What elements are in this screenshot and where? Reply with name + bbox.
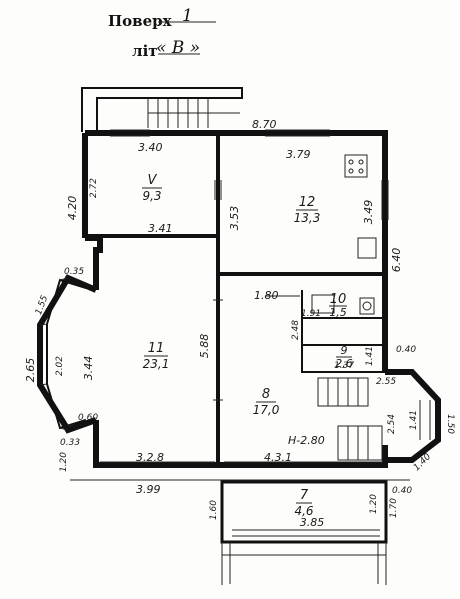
room-v-area: 9,3 <box>142 189 161 203</box>
room-12-area: 13,3 <box>294 211 321 225</box>
room-7-number: 7 <box>300 488 309 503</box>
dim-bay-left-outer: 2.65 <box>24 358 37 383</box>
dim-room-7-right-outer: 1.70 <box>389 498 399 518</box>
dim-bay-left-top: 0.35 <box>64 267 84 277</box>
dim-bay-right-outer: 1.50 <box>445 414 455 434</box>
height-note: Н-2.80 <box>288 434 325 447</box>
dim-overall-bottom: 3.99 <box>136 483 161 496</box>
dim-overall-top: 8.70 <box>252 118 277 131</box>
dim-bay-left-inner: 2.02 <box>55 356 65 376</box>
dim-room-8-stair: 2.54 <box>387 414 397 434</box>
dim-room-11-height: 3.44 <box>82 356 95 381</box>
dimension-lines <box>100 295 383 463</box>
dim-wall-040: 0.40 <box>396 345 416 355</box>
dim-room-10-width: 1.91 <box>301 309 321 319</box>
dim-bay-right-inner: 1.41 <box>409 410 419 430</box>
left-bay-window <box>37 274 98 434</box>
annex-room-7 <box>70 479 410 585</box>
dim-room-7-right: 1.20 <box>369 494 379 514</box>
dim-room-7-width: 3.85 <box>300 516 325 529</box>
room-v-number: V <box>148 173 158 188</box>
room-8-number: 8 <box>262 387 270 402</box>
dim-room-12-right: 3.49 <box>362 200 375 225</box>
dim-right-040: 0.40 <box>392 486 412 496</box>
dim-partition-v-12: 3.53 <box>228 206 241 231</box>
dim-room-v-left-inner: 2.72 <box>89 178 99 198</box>
dim-room-9-detail: 1.37 <box>334 361 354 371</box>
dim-room-8-bottom: 4.3.1 <box>264 451 292 464</box>
dim-room-v-left-outer: 4.20 <box>66 196 79 221</box>
dim-room-9-side: 1.41 <box>365 346 375 366</box>
room-9-number: 9 <box>341 344 348 357</box>
right-bay-window <box>385 369 441 463</box>
dim-bay-right-top: 2.55 <box>376 377 396 387</box>
entry-stair-top <box>81 87 243 132</box>
dim-room-12-bottom: 1.80 <box>254 289 279 302</box>
dim-overall-right: 6.40 <box>390 248 403 273</box>
interior-partitions <box>85 133 385 465</box>
floor-value: 1 <box>182 6 193 26</box>
room-12-number: 12 <box>299 195 316 210</box>
dim-room-v-bottom: 3.41 <box>148 222 173 235</box>
room-9-area: 2,6 <box>335 357 353 370</box>
interior-stairs <box>317 377 383 461</box>
room-10-number: 10 <box>330 292 347 307</box>
room-10-area: 1,5 <box>329 306 347 319</box>
letter-value: « В » <box>156 38 201 58</box>
dim-room-v-top: 3.40 <box>138 141 163 154</box>
floor-label: Поверх <box>108 12 172 30</box>
dim-bay-left-bottom: 0.60 <box>78 413 98 423</box>
dim-bay-left-low: 0.33 <box>60 438 80 448</box>
room-7-area: 4,6 <box>294 504 313 518</box>
room-11-area: 23,1 <box>143 357 170 371</box>
dim-partition-11-8: 5.88 <box>198 334 211 359</box>
room-8-area: 17,0 <box>253 403 280 417</box>
room-11-number: 11 <box>148 341 165 356</box>
dim-room-11-bottom: 3.2.8 <box>136 451 164 464</box>
window-marks <box>110 129 389 401</box>
dim-room-10-left: 2.48 <box>291 320 301 340</box>
dim-room-12-top: 3.79 <box>286 148 311 161</box>
letter-label: літ <box>132 42 158 60</box>
dim-left-low-side: 1.20 <box>59 452 69 472</box>
dim-room-7-left: 1.60 <box>209 500 219 520</box>
